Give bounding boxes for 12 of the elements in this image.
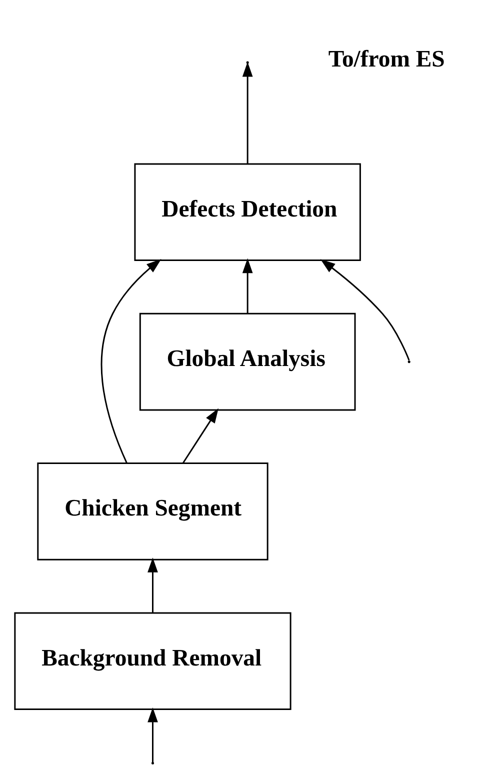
node-box: Defects Detection bbox=[134, 163, 360, 262]
label: To/from ES bbox=[328, 46, 444, 73]
arrow bbox=[242, 62, 252, 164]
arrow bbox=[147, 707, 158, 763]
arrow bbox=[242, 258, 252, 314]
arrow bbox=[100, 258, 161, 464]
arrow bbox=[182, 408, 218, 464]
node-box: Background Removal bbox=[14, 612, 291, 710]
arrow bbox=[320, 259, 410, 360]
node-box: Chicken Segment bbox=[36, 462, 268, 560]
arrow bbox=[147, 558, 158, 613]
node-box: Global Analysis bbox=[138, 312, 356, 411]
